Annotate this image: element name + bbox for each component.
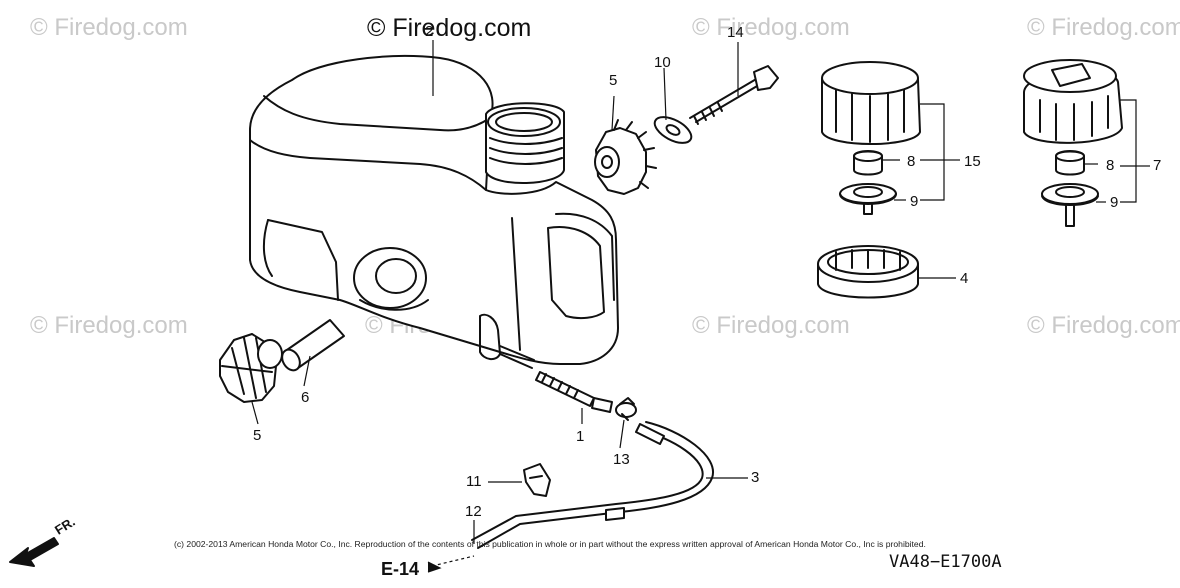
fuel-cap-alt — [1023, 59, 1123, 144]
callout-11: 11 — [466, 473, 482, 490]
callout-13: 13 — [613, 451, 630, 468]
watermark: © Firedog.com — [30, 14, 188, 41]
gasket-lower — [219, 333, 283, 403]
fuel-filter — [535, 371, 613, 413]
watermark: © Firedog.com — [1027, 14, 1180, 41]
washer — [653, 116, 693, 144]
fuel-cap — [821, 61, 921, 145]
callout-9-right: 9 — [1110, 194, 1119, 211]
callout-4: 4 — [960, 270, 969, 287]
spacer-tube — [281, 319, 345, 372]
leader-lines — [251, 40, 1150, 573]
hose-clamp — [523, 463, 551, 497]
callout-8-right: 8 — [1106, 157, 1115, 174]
fuel-tank — [249, 55, 619, 369]
watermark: © Firedog.com — [692, 14, 850, 41]
small-seal-alt — [1055, 150, 1085, 176]
callout-5-upper: 5 — [609, 72, 618, 89]
section-reference: E-14 — [381, 559, 420, 579]
diagram-code: VA48−E1700A — [889, 552, 1002, 572]
watermark-main: © Firedog.com — [367, 14, 532, 42]
callout-8-left: 8 — [907, 153, 916, 170]
watermark: © Firedog.com — [30, 312, 188, 339]
callout-15: 15 — [964, 153, 981, 170]
callout-14: 14 — [727, 24, 744, 41]
callout-5-lower: 5 — [253, 427, 262, 444]
cap-gasket-alt — [1041, 183, 1099, 227]
gasket-upper — [594, 119, 657, 195]
callout-10: 10 — [654, 54, 671, 71]
watermark: © Firedog.com — [1027, 312, 1180, 339]
callout-3: 3 — [751, 469, 760, 486]
small-seal — [853, 150, 883, 176]
direction-arrow — [9, 537, 59, 567]
fuel-hose — [471, 421, 715, 549]
cap-ring — [817, 245, 919, 299]
copyright-notice: (c) 2002-2013 American Honda Motor Co., … — [174, 539, 926, 549]
callout-6: 6 — [301, 389, 310, 406]
cap-gasket — [839, 183, 897, 215]
hose-clip — [615, 397, 637, 421]
callout-2: 2 — [425, 23, 434, 40]
watermark: © Firedog.com — [692, 312, 850, 339]
callout-9-left: 9 — [910, 193, 919, 210]
bolt — [689, 65, 779, 125]
callout-7: 7 — [1153, 157, 1162, 174]
callout-1: 1 — [576, 428, 585, 445]
callout-12: 12 — [465, 503, 482, 520]
